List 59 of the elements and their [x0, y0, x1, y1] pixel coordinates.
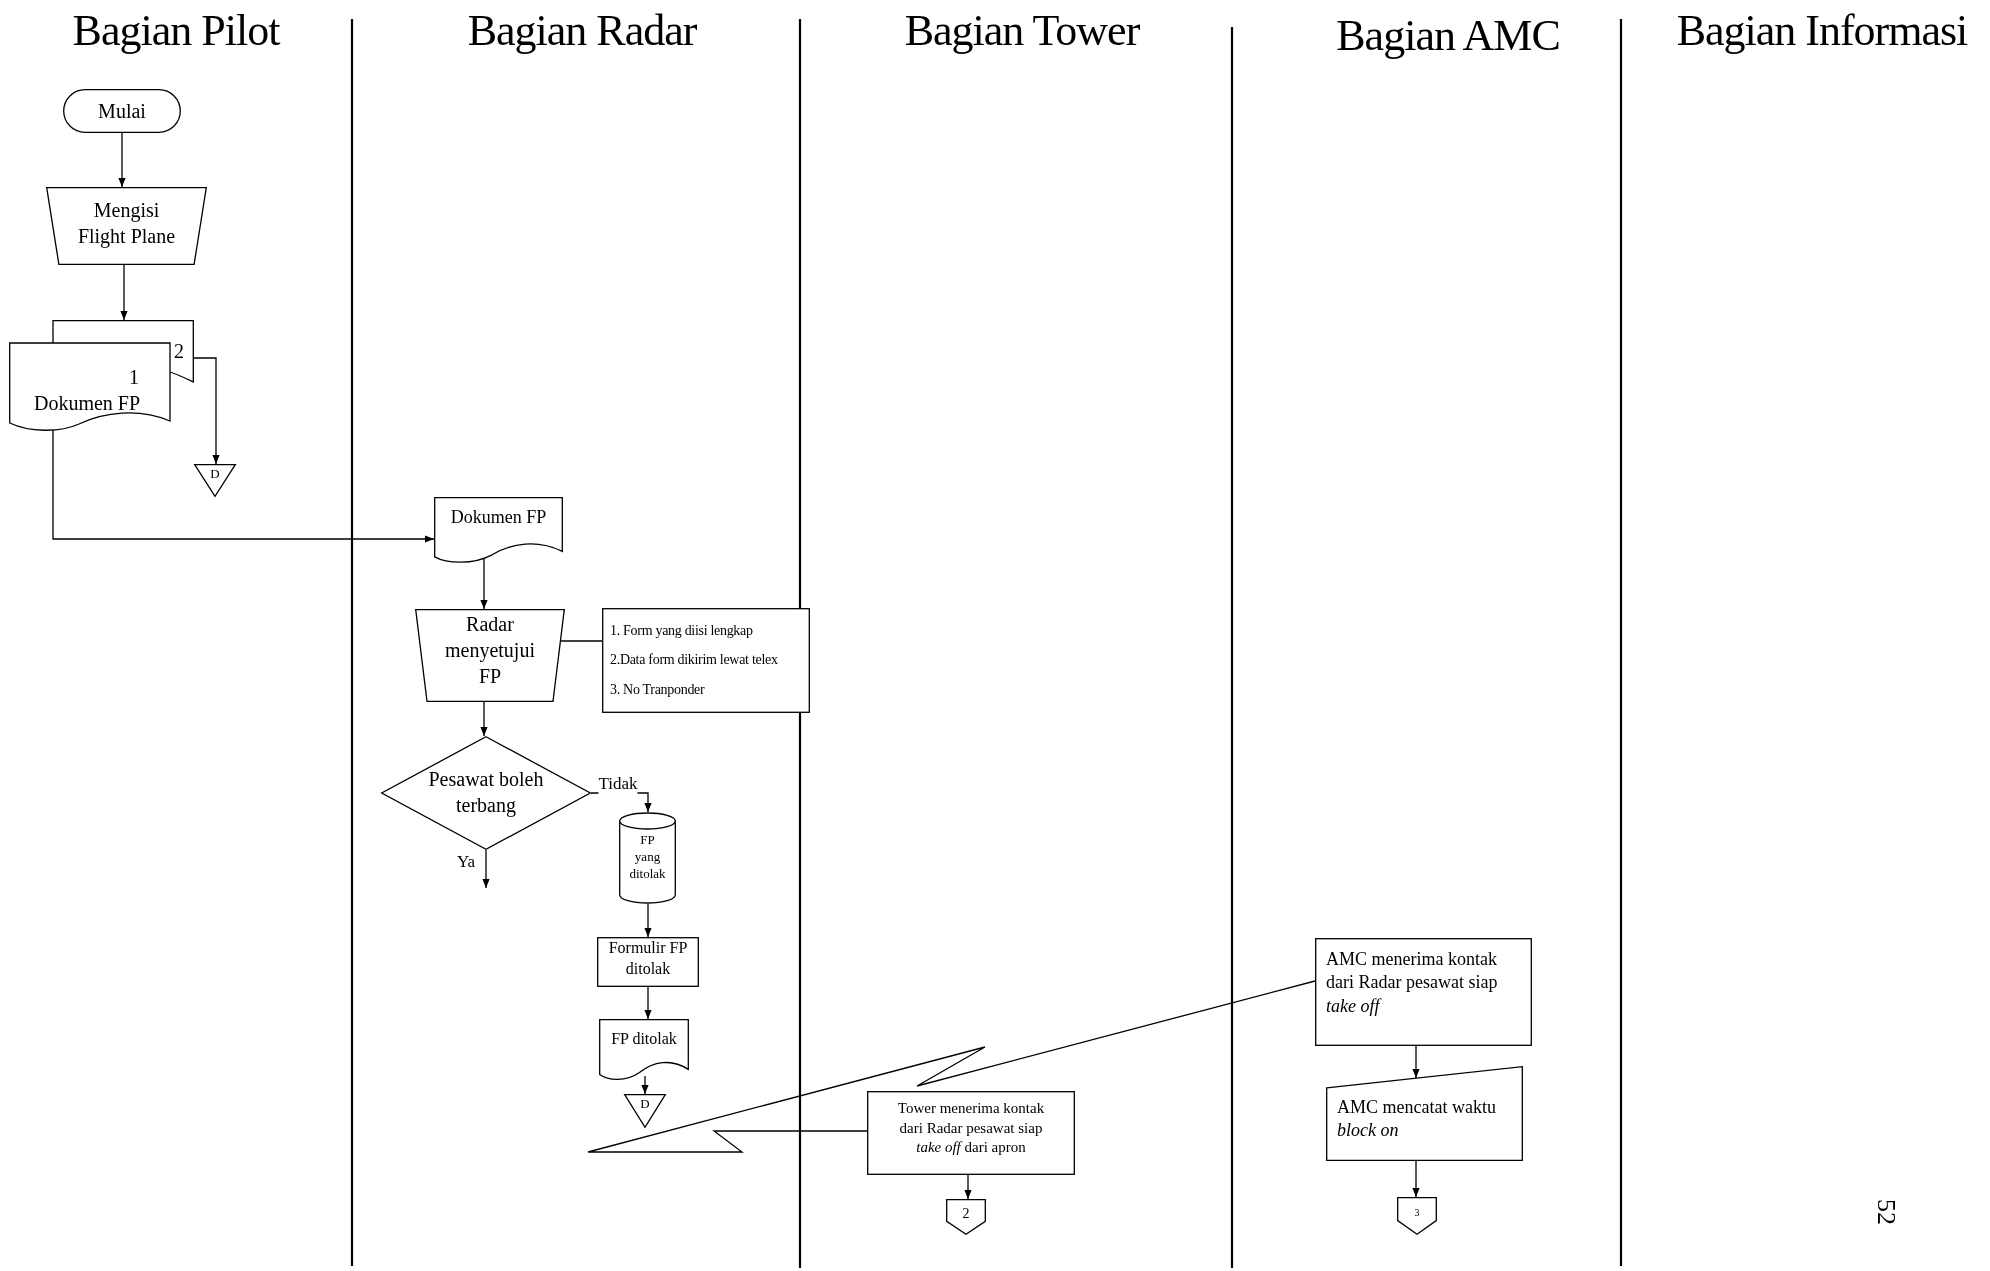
arrow	[118, 132, 126, 188]
arrow	[480, 701, 488, 737]
off-page-connector	[194, 464, 236, 497]
manual-operation-trapezoid	[46, 187, 207, 265]
connector-label: D	[210, 466, 220, 483]
connector-label: 2	[962, 1205, 970, 1223]
node-text: Radar menyetujui FP	[444, 612, 536, 689]
decision-diamond	[381, 736, 591, 850]
edge-label: Tidak	[598, 774, 638, 794]
note-text: 2.Data form dikirim lewat telex	[610, 651, 778, 670]
document-shape	[434, 497, 563, 565]
communication-link	[587, 980, 1316, 1153]
arrow	[964, 1174, 972, 1200]
arrow	[52, 428, 435, 543]
arrow	[482, 849, 490, 889]
lane-header: Bagian Pilot	[72, 4, 280, 56]
arrow	[644, 903, 652, 938]
page-number: 52	[1871, 1199, 1901, 1225]
arrow	[1412, 1045, 1420, 1079]
manual-operation-trapezoid	[415, 609, 565, 702]
note-text: 1. Form yang diisi lengkap	[610, 622, 753, 640]
arrow	[1412, 1160, 1420, 1198]
connector-label: D	[640, 1096, 650, 1113]
document-shape	[599, 1019, 689, 1082]
node-text: Formulir FP ditolak	[607, 938, 689, 979]
lane-header: Bagian AMC	[1336, 9, 1560, 61]
node-text: Tower menerima kontak dari Radar pesawat siap take off dari apron	[896, 1099, 1046, 1157]
storage-cylinder	[619, 812, 676, 904]
arrow	[644, 986, 652, 1020]
node-text: Pesawat boleh terbang	[427, 767, 545, 818]
terminator	[63, 89, 181, 133]
process-box	[867, 1091, 1075, 1175]
lane-header: Bagian Informasi	[1676, 4, 1968, 56]
lane-header: Bagian Radar	[467, 4, 697, 56]
node-text: AMC menerima kontak dari Radar pesawat siap take off	[1326, 948, 1499, 1018]
page-number-label: 2	[174, 339, 184, 364]
process-box	[1315, 938, 1532, 1046]
connector-label: 3	[1414, 1206, 1420, 1219]
manual-input-shape	[1326, 1066, 1523, 1161]
node-text: Dokumen FP	[450, 506, 547, 529]
node-text: FP yang ditolak	[629, 832, 666, 883]
lane-header: Bagian Tower	[904, 4, 1140, 56]
note-text: 3. No Tranponder	[610, 680, 705, 699]
off-page-connector	[1397, 1197, 1437, 1235]
arrow	[120, 264, 128, 321]
node-text: Mulai	[98, 99, 146, 124]
arrow	[193, 357, 220, 465]
node-text: FP ditolak	[611, 1029, 677, 1049]
process-box	[597, 937, 699, 987]
node-text: Dokumen FP	[33, 391, 141, 416]
off-page-connector	[946, 1199, 986, 1235]
node-text: Mengisi Flight Plane	[76, 198, 177, 249]
arrow	[480, 558, 488, 610]
multi-document-shape	[9, 320, 194, 434]
node-text: AMC mencatat waktu block on	[1337, 1096, 1497, 1143]
page-number-label: 1	[129, 365, 139, 390]
off-page-connector	[624, 1094, 666, 1128]
annotation-box	[602, 608, 810, 713]
arrow	[641, 1075, 649, 1095]
